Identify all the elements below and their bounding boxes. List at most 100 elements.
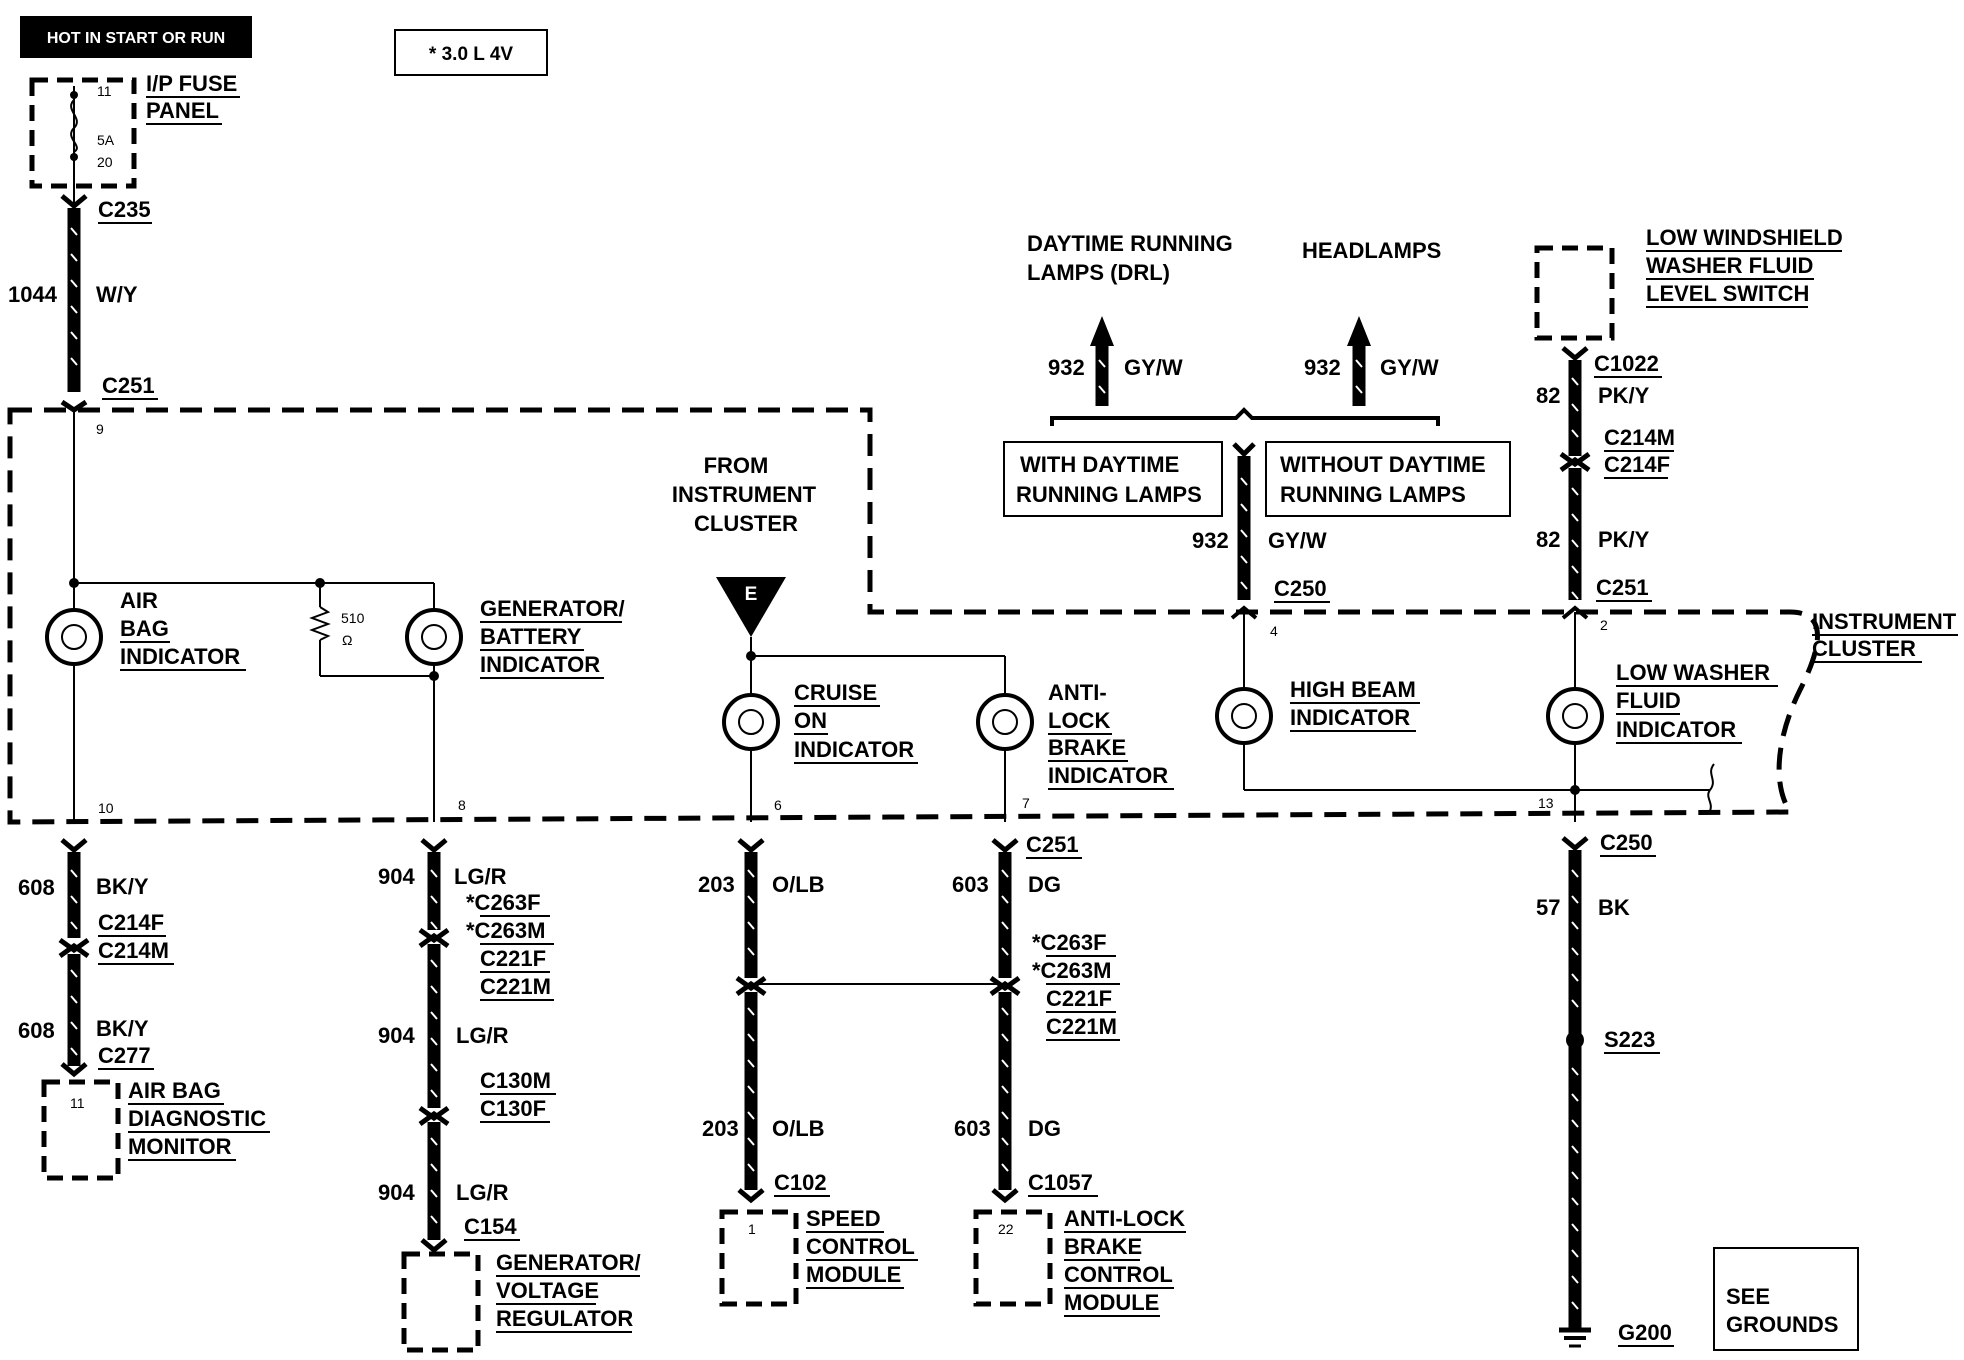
wire-tick: [1571, 1093, 1579, 1102]
c263f-gen: *C263F: [466, 890, 541, 915]
abs-circuit-1: 603: [952, 872, 989, 897]
speed-control-circuit: 203 O/LB 203 O/LB C102 1 SPEED CONTROL M…: [698, 838, 1005, 1307]
pin-8: 8: [458, 797, 466, 813]
air-bag-label-1: AIR: [120, 588, 158, 613]
high-beam-color: GY/W: [1268, 528, 1327, 553]
wire-tick: [1240, 503, 1248, 512]
washer-switch-label-3: LEVEL SWITCH: [1646, 281, 1809, 306]
wire-tick: [430, 959, 438, 968]
pin-7: 7: [1022, 795, 1030, 811]
power-feed-wire: C235 1044 W/Y C251 9: [8, 194, 158, 437]
wire-tick: [70, 995, 78, 1004]
wire-tick: [1098, 359, 1106, 368]
washer-circuit-lower: 82: [1536, 527, 1560, 552]
fuse-rating: 5A: [97, 132, 115, 148]
drl-label-1: DAYTIME RUNNING: [1027, 231, 1233, 256]
marker-e-label: E: [745, 584, 758, 605]
wire-tick: [1240, 529, 1248, 538]
instrument-cluster-outline: [7, 407, 1820, 825]
wire-tick: [1001, 1111, 1009, 1120]
fuse-panel-label-1: I/P FUSE: [146, 71, 237, 96]
wire-tick: [1571, 539, 1579, 548]
see-grounds-box: SEE GROUNDS: [1713, 1247, 1859, 1351]
fuse-panel-label-2: PANEL: [146, 98, 219, 123]
resistor-value: 510: [341, 610, 365, 626]
wire-tick: [1001, 1085, 1009, 1094]
generator-label-1: GENERATOR/: [480, 596, 625, 621]
abs-label-4: INDICATOR: [1048, 763, 1168, 788]
wire-tick: [70, 921, 78, 930]
c1022-label: C1022: [1594, 351, 1659, 376]
speed-module-label-2: CONTROL: [806, 1234, 915, 1259]
drl-circuit: 932: [1048, 355, 1085, 380]
wire-tick: [1001, 1033, 1009, 1042]
wire-tick: [430, 1063, 438, 1072]
abs-label-1: ANTI-: [1048, 680, 1107, 705]
wire-tick: [747, 1085, 755, 1094]
wire-tick: [1571, 487, 1579, 496]
cruise-bulb-icon: [722, 693, 780, 751]
fuse-pin-in: 11: [97, 83, 112, 99]
wire-tick: [1571, 895, 1579, 904]
cluster-label-2: CLUSTER: [1812, 636, 1916, 661]
from-cluster-label-1: FROM: [704, 453, 769, 478]
c277-label: C277: [98, 1043, 151, 1068]
drl-arrow-icon: [1090, 316, 1114, 346]
wire-tick: [430, 921, 438, 930]
speed-color-2: O/LB: [772, 1116, 825, 1141]
c1057-label: C1057: [1028, 1170, 1093, 1195]
wire-tick: [1001, 921, 1009, 930]
c250-ground: C250: [1600, 830, 1653, 855]
pin-9: 9: [96, 421, 104, 437]
wire-tick: [1571, 869, 1579, 878]
high-beam-label-2: INDICATOR: [1290, 705, 1410, 730]
wire-tick: [70, 305, 78, 314]
wire-tick: [1571, 1223, 1579, 1232]
wire-tick: [70, 969, 78, 978]
abs-module-label-4: MODULE: [1064, 1290, 1159, 1315]
c250-high-beam: C250: [1274, 576, 1327, 601]
cluster-label-1: INSTRUMENT: [1812, 609, 1957, 634]
washer-circuit-upper: 82: [1536, 383, 1560, 408]
hot-label: HOT IN START OR RUN: [47, 30, 225, 47]
wire-tick: [1571, 591, 1579, 600]
wire-tick: [1571, 921, 1579, 930]
c214f-washer: C214F: [1604, 452, 1670, 477]
speed-module-label-1: SPEED: [806, 1206, 881, 1231]
resistor-unit: Ω: [342, 632, 352, 648]
wire-tick: [430, 1163, 438, 1172]
speed-pin: 1: [748, 1221, 756, 1237]
high-beam-label-1: HIGH BEAM: [1290, 677, 1416, 702]
wire-tick-marks: [70, 227, 1579, 1310]
wire-tick: [1571, 973, 1579, 982]
c130f-gen: C130F: [480, 1096, 546, 1121]
gen-regulator-label-1: GENERATOR/: [496, 1250, 641, 1275]
air-bag-label-3: INDICATOR: [120, 644, 240, 669]
gen-color-2: LG/R: [456, 1023, 509, 1048]
wire-tick: [747, 1111, 755, 1120]
hot-in-start-run-banner: HOT IN START OR RUN: [20, 16, 252, 58]
s223-label: S223: [1604, 1027, 1655, 1052]
washer-indicator-label-2: FLUID: [1616, 688, 1681, 713]
abs-module-label-2: BRAKE: [1064, 1234, 1142, 1259]
airbag-monitor-circuit: 608 BK/Y C214F C214M 608 BK/Y C277 11 AI…: [18, 838, 270, 1181]
wire-tick: [1001, 1137, 1009, 1146]
wire-tick: [1001, 895, 1009, 904]
wire-tick: [1571, 1249, 1579, 1258]
c102-label: C102: [774, 1170, 827, 1195]
airbag-monitor-label-3: MONITOR: [128, 1134, 232, 1159]
wire-tick: [70, 253, 78, 262]
see-grounds-label-2: GROUNDS: [1726, 1312, 1838, 1337]
c251-washer: C251: [1596, 575, 1649, 600]
c154-label: C154: [464, 1214, 517, 1239]
headlamps-color: GY/W: [1380, 355, 1439, 380]
brace: [1050, 407, 1440, 426]
with-drl-box: [1003, 441, 1223, 517]
wire-tick: [747, 1137, 755, 1146]
generator-regulator-circuit: 904 LG/R *C263F *C263M C221F C221M 904 L…: [378, 838, 641, 1353]
wire-tick: [70, 1021, 78, 1030]
wire-tick: [430, 1089, 438, 1098]
wire-tick: [747, 869, 755, 878]
abs-module-pin: 22: [998, 1221, 1014, 1237]
